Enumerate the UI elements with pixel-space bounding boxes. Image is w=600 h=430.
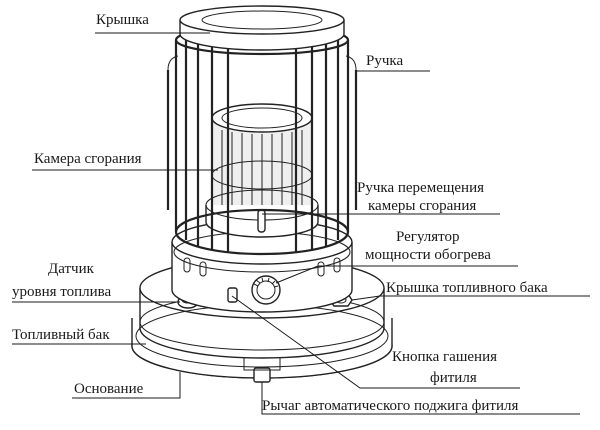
label-fuel-sensor-2: уровня топлива [12,284,112,300]
label-chamber-handle-2: камеры сгорания [368,198,476,214]
label-handle: Ручка [366,53,403,69]
label-fuel-tank: Топливный бак [12,327,110,343]
wick-button [227,287,238,303]
label-regulator-1: Регулятор [396,229,460,245]
leader-lines [12,32,590,415]
label-fuel-cap: Крышка топливного бака [386,280,548,296]
label-chamber-handle-1: Ручка перемещения [357,180,484,196]
combustion-chamber [205,103,319,238]
label-wick-button-2: фитиля [430,370,477,386]
label-fuel-sensor-1: Датчик [48,261,95,277]
label-ignition-lever: Рычаг автоматического поджига фитиля [262,398,518,414]
label-lid: Крышка [96,12,149,28]
labels: Крышка Ручка Камера сгорания Ручка перем… [12,12,548,414]
label-regulator-2: мощности обогрева [365,247,491,263]
label-wick-button-1: Кнопка гашения [392,349,497,365]
regulator-knob [251,275,281,305]
label-base: Основание [74,381,144,397]
label-combustion-chamber: Камера сгорания [34,151,142,167]
chamber-handle [257,209,266,233]
lid [179,5,345,51]
